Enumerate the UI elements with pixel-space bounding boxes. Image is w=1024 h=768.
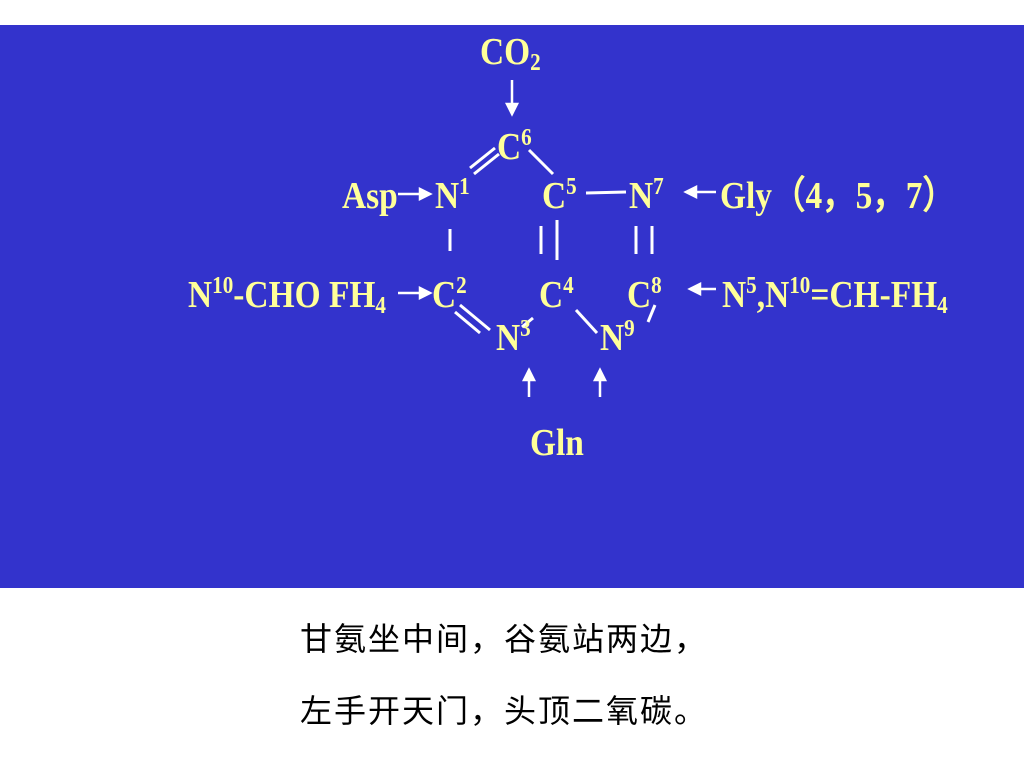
atom-c2: C2: [432, 273, 467, 316]
methenyl-fh4-label: N5,N10=CH-FH4: [722, 273, 948, 319]
mnemonic-line-1: 甘氨坐中间，谷氨站两边，: [300, 620, 709, 658]
bond-n1-c6-b: [473, 152, 500, 176]
bond-c5-n7: [585, 190, 627, 195]
mnemonic-line-2: 左手开天门，头顶二氧碳。: [300, 692, 709, 730]
atom-c8: C8: [627, 273, 662, 316]
gly-label: Gly（4，5，7）: [720, 175, 956, 217]
bond-c2-n3-a: [454, 310, 481, 335]
bond-c4-n3: [521, 316, 534, 329]
atom-n7: N7: [629, 174, 664, 217]
asp-label: Asp: [342, 175, 398, 217]
gln-label: Gln: [530, 422, 584, 464]
atom-c6: C6: [497, 125, 532, 168]
bond-c4-n9: [574, 308, 599, 335]
bond-c8-n9: [646, 304, 657, 323]
atom-c5: C5: [542, 174, 577, 217]
bond-c6-c5: [527, 148, 555, 176]
diagram-panel: [0, 25, 1024, 588]
atom-c4: C4: [539, 273, 574, 316]
atom-n3: N3: [496, 316, 531, 359]
bond-c2-n3-b: [459, 303, 491, 332]
atom-n9: N9: [600, 316, 635, 359]
bond-n1-c6-a: [469, 146, 496, 170]
co2-label: CO2: [480, 31, 541, 76]
n10-formyl-fh4-label: N10-CHO FH4: [188, 273, 386, 319]
atom-n1: N1: [435, 174, 470, 217]
